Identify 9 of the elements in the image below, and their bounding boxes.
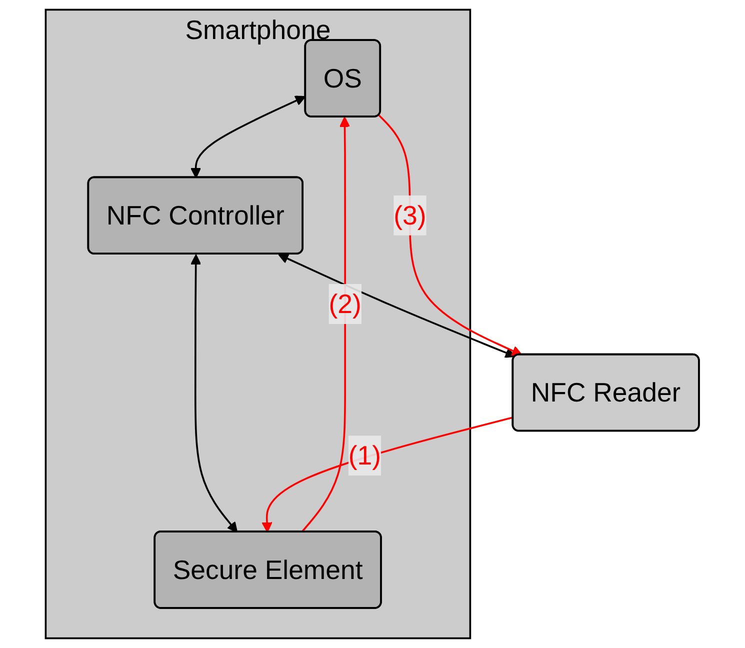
edge-label: (1)	[348, 440, 382, 471]
arrow	[262, 416, 514, 533]
arrow	[378, 114, 523, 356]
arrow	[190, 254, 238, 533]
edge-label: (2)	[328, 288, 362, 320]
edge-label: (3)	[394, 200, 426, 231]
arrow	[190, 96, 306, 178]
arrow	[278, 254, 516, 358]
arrow	[301, 116, 350, 533]
